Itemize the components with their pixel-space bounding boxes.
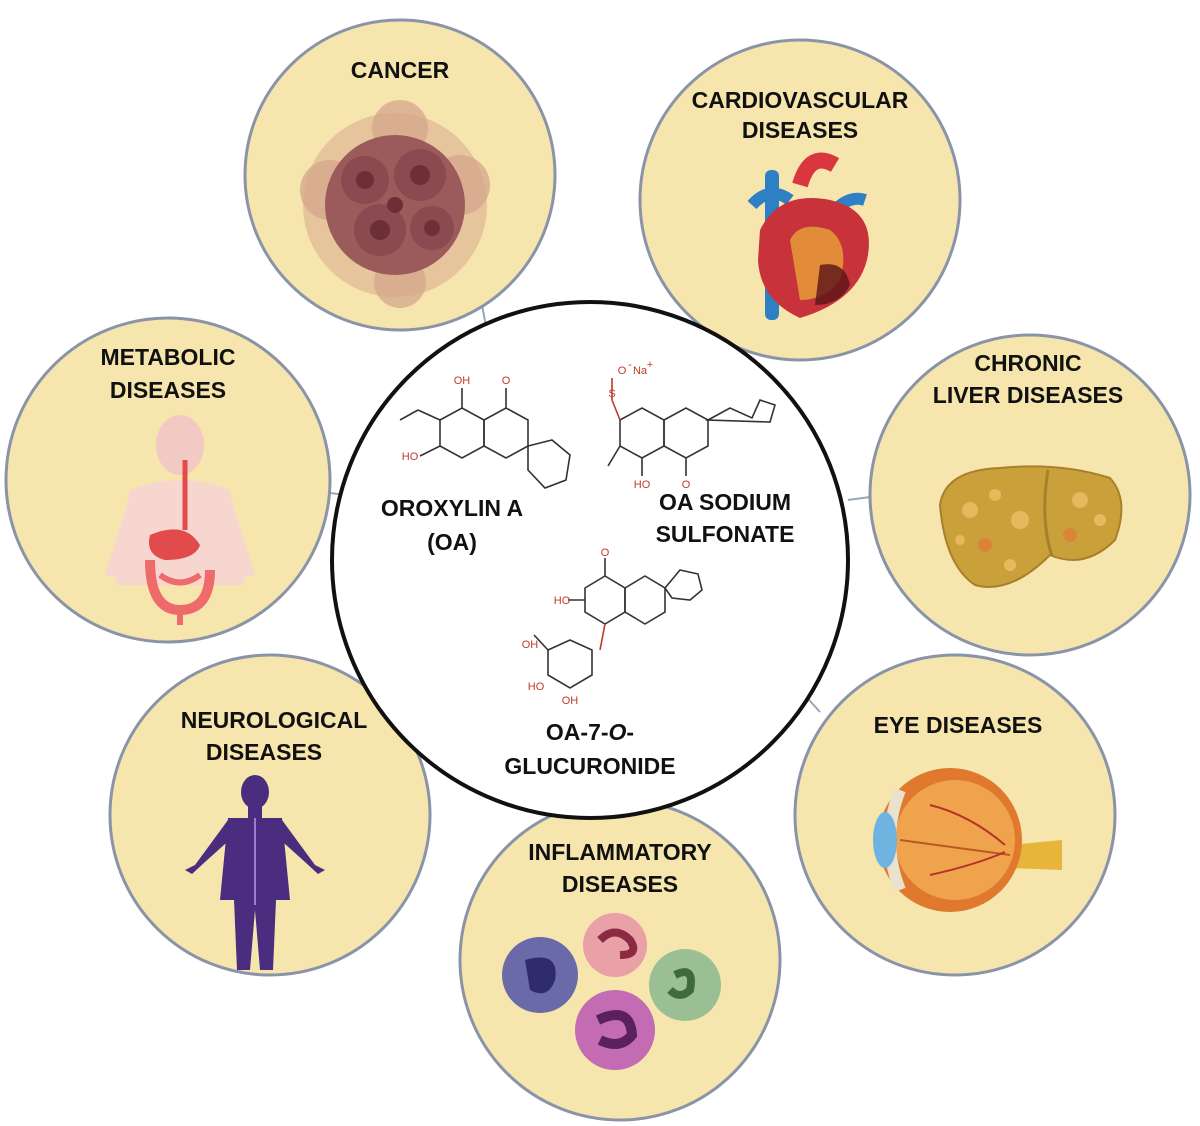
- compound-3-suffix: -: [626, 719, 634, 745]
- disease-node-cancer: CANCER: [243, 18, 557, 332]
- atom-minus-sign: -: [628, 359, 632, 371]
- center-node: OH O HO OROXYLIN A (OA) S O - Na + HO O …: [330, 300, 850, 820]
- atom-o: O: [502, 375, 511, 387]
- atom-ho-4: HO: [528, 681, 545, 693]
- compound-3-prefix: OA-7-: [546, 719, 609, 745]
- disease-label-line1: NEUROLOGICAL: [181, 707, 368, 733]
- atom-o-minus: O: [618, 365, 627, 377]
- disease-label-line2: DISEASES: [562, 871, 678, 897]
- atom-s: S: [608, 388, 615, 400]
- heart-icon: [747, 152, 869, 320]
- eye-icon: [873, 768, 1062, 912]
- disease-circle: [108, 653, 432, 977]
- oa-sodium-sulfonate-structure: S O - Na + HO O: [607, 359, 776, 491]
- disease-node-inflammatory: INFLAMMATORY DISEASES: [458, 798, 782, 1122]
- center-circle: [330, 300, 850, 820]
- compound-3-italic: O: [609, 719, 627, 745]
- compound-2-line1: OA SODIUM: [659, 489, 791, 515]
- compound-3-line1: OA-7-O-: [546, 719, 634, 745]
- disease-node-liver: CHRONIC LIVER DISEASES: [868, 333, 1192, 657]
- atom-na: Na: [633, 365, 648, 377]
- liver-icon: [938, 465, 1123, 588]
- compound-3-line2: GLUCURONIDE: [504, 753, 675, 779]
- compound-1-line2: (OA): [427, 529, 477, 555]
- compound-1-line1: OROXYLIN A: [381, 495, 523, 521]
- atom-o-2: O: [682, 479, 691, 491]
- disease-label-line1: INFLAMMATORY: [528, 839, 712, 865]
- disease-label-line1: METABOLIC: [100, 344, 235, 370]
- atom-o-3: O: [601, 547, 610, 559]
- disease-label-line1: CHRONIC: [974, 350, 1081, 376]
- oa-glucuronide-structure: O HO OH HO OH: [522, 547, 703, 707]
- atom-oh: OH: [454, 375, 471, 387]
- disease-label-line2: DISEASES: [742, 117, 858, 143]
- digestive-system-icon: [105, 415, 255, 625]
- connector-liver: [847, 496, 871, 501]
- immune-cells-icon: [502, 913, 721, 1070]
- disease-node-metabolic: METABOLIC DISEASES: [4, 316, 332, 644]
- disease-label-line1: EYE DISEASES: [874, 712, 1043, 738]
- oroxylin-a-structure: OH O HO: [399, 375, 571, 489]
- atom-ho: HO: [402, 451, 419, 463]
- atom-oh-2: OH: [522, 639, 539, 651]
- atom-ho-2: HO: [634, 479, 651, 491]
- disease-label-line1: CANCER: [351, 57, 450, 83]
- disease-label-line2: LIVER DISEASES: [933, 382, 1123, 408]
- disease-node-cardiovascular: CARDIOVASCULAR DISEASES: [638, 38, 962, 362]
- disease-node-neurological: NEUROLOGICAL DISEASES: [108, 653, 432, 977]
- atom-plus-sign: +: [647, 359, 653, 371]
- nervous-system-icon: [185, 775, 325, 970]
- atom-oh-3: OH: [562, 695, 579, 707]
- disease-label-line1: CARDIOVASCULAR: [692, 87, 909, 113]
- disease-label-line2: DISEASES: [110, 377, 226, 403]
- disease-node-eye: EYE DISEASES: [793, 653, 1117, 977]
- disease-label-line2: DISEASES: [206, 739, 322, 765]
- tumor-cells-icon: [300, 100, 490, 308]
- compound-2-line2: SULFONATE: [656, 521, 795, 547]
- atom-ho-3: HO: [554, 595, 571, 607]
